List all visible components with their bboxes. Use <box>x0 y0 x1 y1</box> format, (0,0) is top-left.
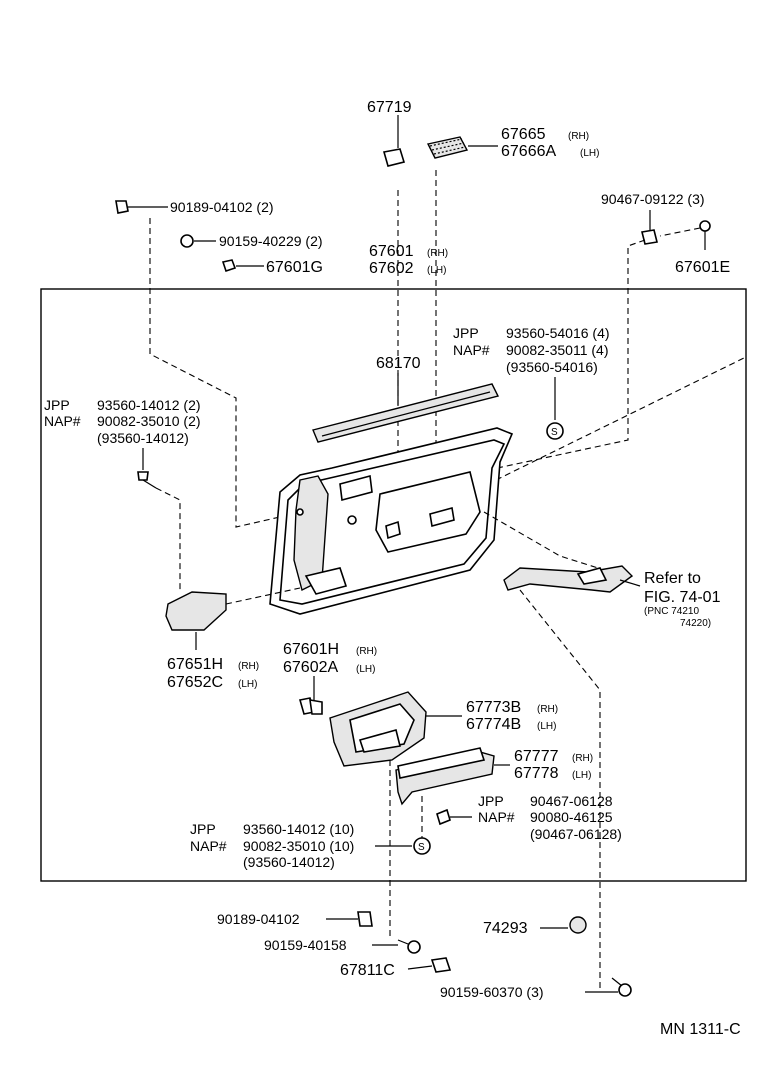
bolt-90189-04102-top <box>115 200 129 214</box>
label-67601H: 67601H <box>283 641 339 658</box>
label-67773B: 67773B <box>466 699 521 716</box>
fig-ref-label: FIG. 74-01 <box>644 589 721 606</box>
label-67665-suffix: (RH) <box>568 131 589 142</box>
pnc-ref-label: (PNC 74210 <box>644 606 699 617</box>
jpp-label-3: JPP <box>478 793 504 809</box>
speaker-grille-67651H <box>165 591 227 631</box>
label-67811C: 67811C <box>340 962 395 979</box>
jpp-label-1: JPP <box>453 325 479 341</box>
alt-pn-4: (93560-14012) <box>243 854 335 870</box>
label-67777-suffix: (RH) <box>572 753 593 764</box>
label-90467-09122-3: 90467-09122 (3) <box>601 191 705 207</box>
label-90159-60370-3: 90159-60370 (3) <box>440 984 544 1000</box>
label-67601-suffix: (RH) <box>427 248 448 259</box>
nut-90159-40229 <box>180 234 194 248</box>
door-trim-panel <box>269 427 514 615</box>
screw-symbol-1-label: S <box>551 427 558 438</box>
cover-67665 <box>426 136 469 159</box>
label-67601G: 67601G <box>266 259 323 276</box>
label-67773B-suffix: (RH) <box>537 704 558 715</box>
label-67602A-suffix: (LH) <box>356 664 375 675</box>
label-67601: 67601 <box>369 243 414 260</box>
armrest-base <box>503 565 634 593</box>
alt-pn-1: (93560-54016) <box>506 359 598 375</box>
jpp-pn-3: 90467-06128 <box>530 793 613 809</box>
pnc-ref-label-2: 74220) <box>680 618 711 629</box>
clip-90467-06128 <box>436 808 451 826</box>
nap-pn-2: 90082-35010 (2) <box>97 413 201 429</box>
clip-90467-09122 <box>641 229 658 245</box>
figure-code: MN 1311-C <box>660 1021 741 1038</box>
nap-pn-4: 90082-35010 (10) <box>243 838 354 854</box>
clip-67601G <box>221 259 237 273</box>
label-68170: 68170 <box>376 355 421 372</box>
label-67601E: 67601E <box>675 259 730 276</box>
nap-pn-1: 90082-35011 (4) <box>506 342 608 358</box>
screw-symbol-2-label: S <box>418 842 425 853</box>
nap-label-4: NAP# <box>190 838 227 854</box>
label-67602-suffix: (LH) <box>427 265 446 276</box>
label-90189-04102: 90189-04102 <box>217 911 300 927</box>
label-67651H: 67651H <box>167 656 223 673</box>
label-74293: 74293 <box>483 920 528 937</box>
assembly-frame <box>40 288 747 882</box>
label-67652C: 67652C <box>167 674 223 691</box>
jpp-pn-4: 93560-14012 (10) <box>243 821 354 837</box>
label-90189-04102-2: 90189-04102 (2) <box>170 199 274 215</box>
label-67665: 67665 <box>501 126 546 143</box>
jpp-label-4: JPP <box>190 821 216 837</box>
label-67774B-suffix: (LH) <box>537 721 556 732</box>
label-67778-suffix: (LH) <box>572 770 591 781</box>
alt-pn-2: (93560-14012) <box>97 430 189 446</box>
nap-label-3: NAP# <box>478 809 515 825</box>
clip-67811C <box>430 957 452 973</box>
label-67777: 67777 <box>514 748 559 765</box>
jpp-label-2: JPP <box>44 397 70 413</box>
clip-67719 <box>382 148 406 167</box>
nut-90159-40158 <box>407 940 421 954</box>
label-67602A: 67602A <box>283 659 338 676</box>
bolt-90189-04102 <box>357 911 373 927</box>
clip-67601E <box>699 220 711 232</box>
screw-symbol-2 <box>413 837 431 855</box>
label-67602: 67602 <box>369 260 414 277</box>
label-67778: 67778 <box>514 765 559 782</box>
label-90159-40229-2: 90159-40229 (2) <box>219 233 323 249</box>
nut-90159-60370 <box>618 983 632 997</box>
refer-to-label: Refer to <box>644 570 701 587</box>
alt-pn-3: (90467-06128) <box>530 826 622 842</box>
label-67719: 67719 <box>367 99 412 116</box>
nap-label-2: NAP# <box>44 413 81 429</box>
jpp-pn-2: 93560-14012 (2) <box>97 397 201 413</box>
label-67774B: 67774B <box>466 716 521 733</box>
nap-pn-3: 90080-46125 <box>530 809 613 825</box>
cap-74293 <box>569 916 587 934</box>
label-67651H-suffix: (RH) <box>238 661 259 672</box>
nap-label-1: NAP# <box>453 342 490 358</box>
belt-moulding-68170 <box>312 383 500 443</box>
label-67652C-suffix: (LH) <box>238 679 257 690</box>
label-67601H-suffix: (RH) <box>356 646 377 657</box>
label-67666A-suffix: (LH) <box>580 148 599 159</box>
jpp-pn-1: 93560-54016 (4) <box>506 325 610 341</box>
screw-symbol-1 <box>546 422 564 440</box>
screw-93560-14012 <box>137 471 149 481</box>
label-90159-40158: 90159-40158 <box>264 937 347 953</box>
label-67666A: 67666A <box>501 143 556 160</box>
